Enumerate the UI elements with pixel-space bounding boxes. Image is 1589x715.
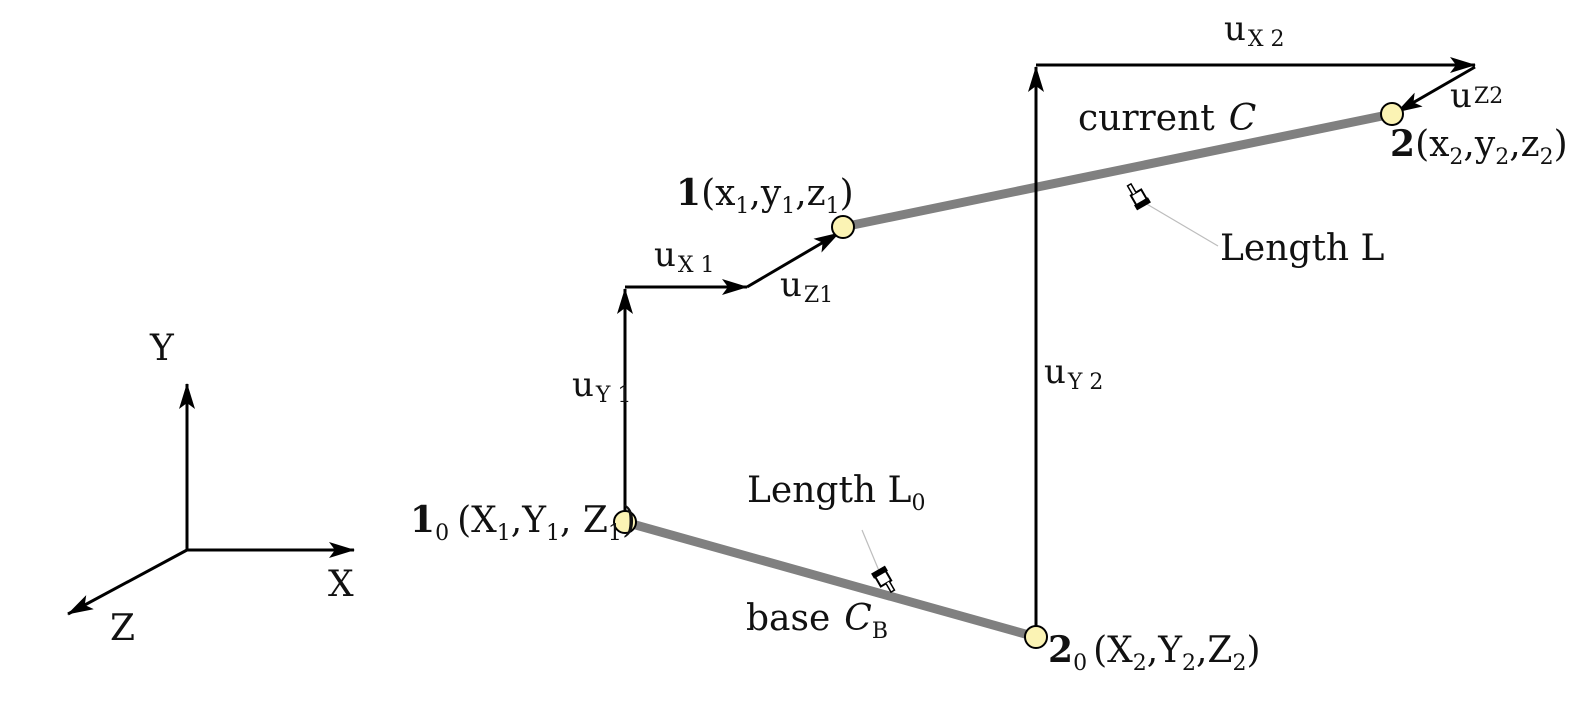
label-uy1: uY 1 [572, 365, 631, 408]
z-axis-arrow [67, 548, 188, 616]
pointing-hand-icon [871, 565, 896, 594]
x-axis-label: X [328, 564, 354, 605]
label-node-2: 2(x2,y2,z2) [1390, 123, 1568, 170]
length-current-leader [1126, 182, 1219, 247]
label-node-1: 1(x1,y1,z1) [676, 172, 854, 219]
coordinate-axes: Y X Z [67, 328, 355, 649]
label-length-current: Length L [1220, 228, 1385, 269]
label-ux2: uX 2 [1224, 9, 1285, 52]
z-axis-label: Z [110, 608, 135, 649]
current-configuration-bar [842, 109, 1393, 232]
displacements-node-2 [1028, 57, 1476, 637]
label-uz2: uZ2 [1450, 76, 1503, 116]
label-node-1-0: 10(X1,Y1, Z1) [410, 499, 636, 546]
length-base-leader [861, 529, 896, 594]
node-1-marker [831, 215, 855, 239]
label-length-base: Length L0 [747, 470, 925, 516]
y-axis-label: Y [149, 328, 175, 369]
base-configuration-bar [623, 517, 1038, 642]
node-2-marker [1380, 102, 1404, 126]
label-uz1: uZ1 [780, 265, 833, 308]
uz2-arrow [1396, 65, 1476, 114]
node-2-0-marker [1024, 625, 1048, 649]
label-ux1: uX 1 [654, 235, 715, 278]
uz1-arrow [746, 231, 840, 289]
node-1-0-marker [613, 510, 637, 534]
label-node-2-0: 20(X2,Y2,Z2) [1048, 629, 1260, 676]
label-uy2: uY 2 [1044, 352, 1103, 395]
pointing-hand-icon [1126, 182, 1151, 211]
displacements-node-1 [617, 231, 840, 522]
